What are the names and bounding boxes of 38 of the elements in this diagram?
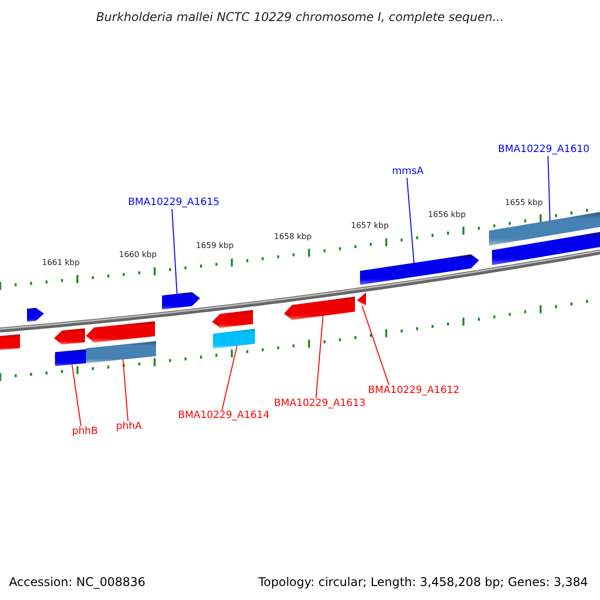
gene-label: BMA10229_A1610 — [498, 144, 590, 156]
scale-label: 1657 kbp — [351, 220, 389, 232]
accession-text: Accession: NC_008836 — [9, 576, 146, 588]
gene-feature — [357, 293, 366, 306]
gene-feature — [162, 292, 200, 310]
gene-label: BMA10229_A1615 — [128, 197, 220, 209]
scale-label: 1655 kbp — [505, 196, 543, 209]
gene-label: BMA10229_A1613 — [274, 398, 366, 410]
scale-label: 1659 kbp — [196, 240, 234, 252]
gene-feature — [360, 254, 479, 285]
gene-bar — [0, 334, 20, 350]
gene-label: BMA10229_A1614 — [178, 410, 270, 422]
gene-feature — [284, 296, 355, 320]
leader-line — [406, 178, 414, 264]
gene-label: BMA10229_A1612 — [368, 385, 460, 397]
gene-bar — [213, 328, 255, 349]
leader-line — [172, 208, 178, 294]
gene-bar — [55, 349, 86, 366]
scale-label: 1658 kbp — [274, 230, 312, 243]
gene-label: phhA — [116, 421, 142, 433]
gene-feature — [212, 310, 253, 328]
scale-label: 1660 kbp — [119, 248, 157, 261]
scale-label: 1656 kbp — [428, 209, 466, 222]
scale-label: 1661 kbp — [42, 256, 80, 269]
genome-summary: Topology: circular; Length: 3,458,208 bp; Genes: 3,384 — [258, 576, 588, 588]
leader-line — [72, 364, 82, 426]
gene-label: phhB — [72, 426, 98, 438]
leader-line — [316, 316, 324, 398]
leader-line — [122, 359, 128, 422]
gene-bar — [489, 212, 600, 246]
gene-bar — [492, 232, 600, 266]
leader-line — [362, 305, 390, 386]
gene-feature — [27, 308, 44, 322]
gene-feature — [54, 328, 85, 345]
leader-line — [222, 345, 238, 410]
leader-line — [548, 156, 550, 222]
title: Burkholderia mallei NCTC 10229 chromosome I, complete sequen... — [95, 11, 505, 23]
gene-label: mmsA — [392, 166, 424, 178]
